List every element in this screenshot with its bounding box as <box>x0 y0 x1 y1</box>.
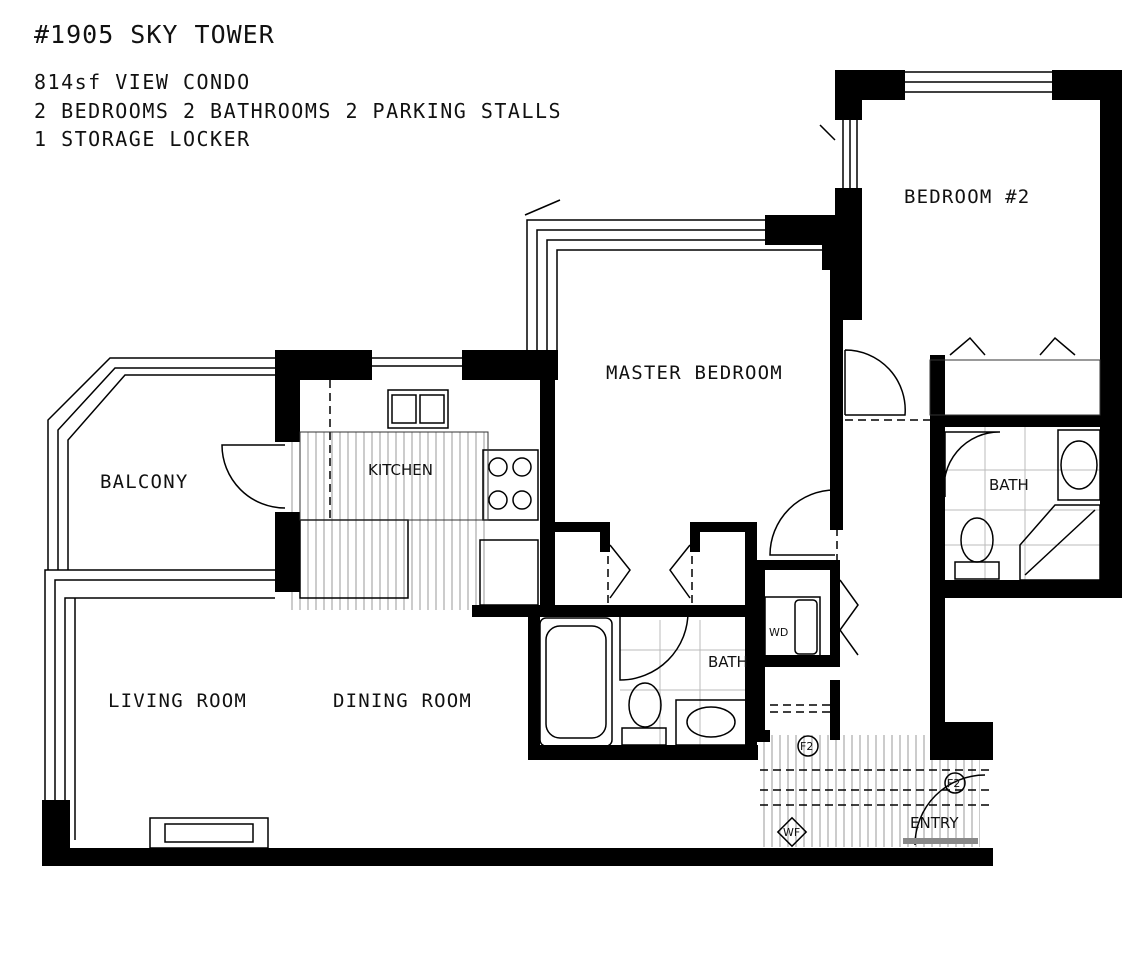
room-label-balcony: BALCONY <box>100 471 188 493</box>
wf-tag: WF <box>783 826 800 839</box>
kitchen-floor <box>290 432 485 610</box>
f2-tag-circle <box>944 772 966 794</box>
listing-title: #1905 SKY TOWER <box>34 20 275 49</box>
room-label-kitchen: KITCHEN <box>368 461 433 479</box>
bath-tile-ensuite <box>945 425 1100 580</box>
f2-tag-entry: F2 <box>947 777 960 790</box>
closet-bedroom2 <box>929 359 1101 416</box>
room-label-master-bedroom: MASTER BEDROOM <box>606 362 783 384</box>
window-lines <box>44 71 1052 840</box>
refrigerator <box>479 539 539 606</box>
kitchen-counter <box>299 431 489 521</box>
room-label-bedroom-2: BEDROOM #2 <box>904 186 1030 208</box>
room-label-dining-room: DINING ROOM <box>333 690 472 712</box>
f2-tag-circle <box>797 735 819 757</box>
doors <box>221 124 1076 846</box>
bathtub <box>539 617 613 747</box>
room-label-entry: ENTRY <box>910 814 959 832</box>
kitchen-sink <box>387 389 449 429</box>
listing-rooms: 2 BEDROOMS 2 BATHROOMS 2 PARKING STALLS <box>34 99 563 123</box>
shower <box>1019 504 1101 581</box>
wf-tag-diamond <box>776 816 808 848</box>
kitchen-stove <box>482 449 539 521</box>
sink-main <box>675 699 747 746</box>
f2-tag-closet: F2 <box>800 740 813 753</box>
bath-tile-main <box>620 620 745 745</box>
room-label-living-room: LIVING ROOM <box>108 690 247 712</box>
listing-storage: 1 STORAGE LOCKER <box>34 127 251 151</box>
room-label-laundry: WD <box>769 626 788 639</box>
fireplace-insert <box>164 823 254 843</box>
washer-dryer <box>764 596 821 658</box>
toilet-ensuite <box>954 517 1000 580</box>
listing-size: 814sf VIEW CONDO <box>34 70 251 94</box>
sink-ensuite <box>1057 429 1101 501</box>
room-label-main-bath: BATH <box>708 653 748 671</box>
entry-mat <box>903 838 978 844</box>
toilet-main <box>621 682 667 746</box>
fireplace <box>149 817 269 849</box>
dashed-lines <box>329 320 990 806</box>
walls <box>42 70 1122 866</box>
room-label-ensuite-bath: BATH <box>989 476 1029 494</box>
